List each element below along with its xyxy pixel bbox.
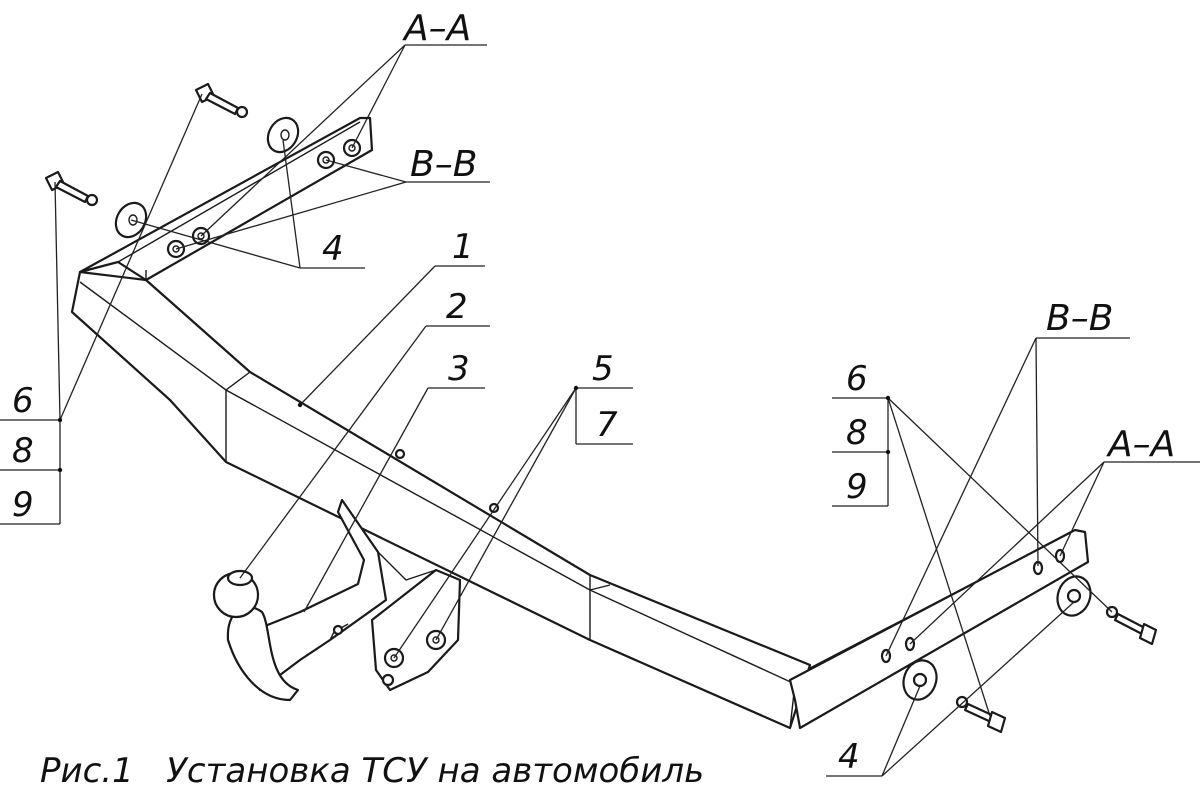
figure-caption: Рис.1 Установка ТСУ на автомобиль — [40, 751, 704, 791]
left-bolt-lower — [44, 170, 99, 207]
part-label-2: 2 — [446, 287, 468, 327]
section-label-aa-right: A–A — [1106, 424, 1175, 465]
left-washer-upper — [266, 116, 300, 154]
left-side-bracket — [78, 116, 374, 282]
part-label-9-right: 9 — [846, 467, 868, 507]
part-label-7: 7 — [596, 405, 618, 445]
right-side-bracket — [788, 528, 1090, 730]
part-label-4-right: 4 — [838, 737, 860, 777]
right-washer-upper — [1056, 575, 1092, 617]
part-label-8-right: 8 — [846, 413, 868, 453]
left-bolt-upper — [194, 82, 249, 119]
right-bolt-lower — [955, 695, 1007, 734]
beam-studs — [394, 448, 500, 514]
right-bolt-upper — [1105, 605, 1158, 646]
part-label-1: 1 — [452, 227, 474, 267]
part-label-8-left: 8 — [12, 431, 34, 471]
section-label-aa-left: A–A — [402, 8, 471, 49]
part-label-6-left: 6 — [12, 381, 34, 421]
part-label-5: 5 — [592, 349, 614, 389]
part-label-6-right: 6 — [846, 359, 868, 399]
right-washer-lower — [902, 659, 938, 701]
part-label-9-left: 9 — [12, 485, 34, 525]
part-label-3: 3 — [448, 349, 470, 389]
part-label-4-left: 4 — [322, 229, 344, 269]
section-label-bb-right: B–B — [1046, 298, 1113, 339]
leader-dots — [57, 385, 891, 473]
section-label-bb-left: B–B — [410, 144, 477, 185]
main-cross-beam — [70, 270, 812, 730]
